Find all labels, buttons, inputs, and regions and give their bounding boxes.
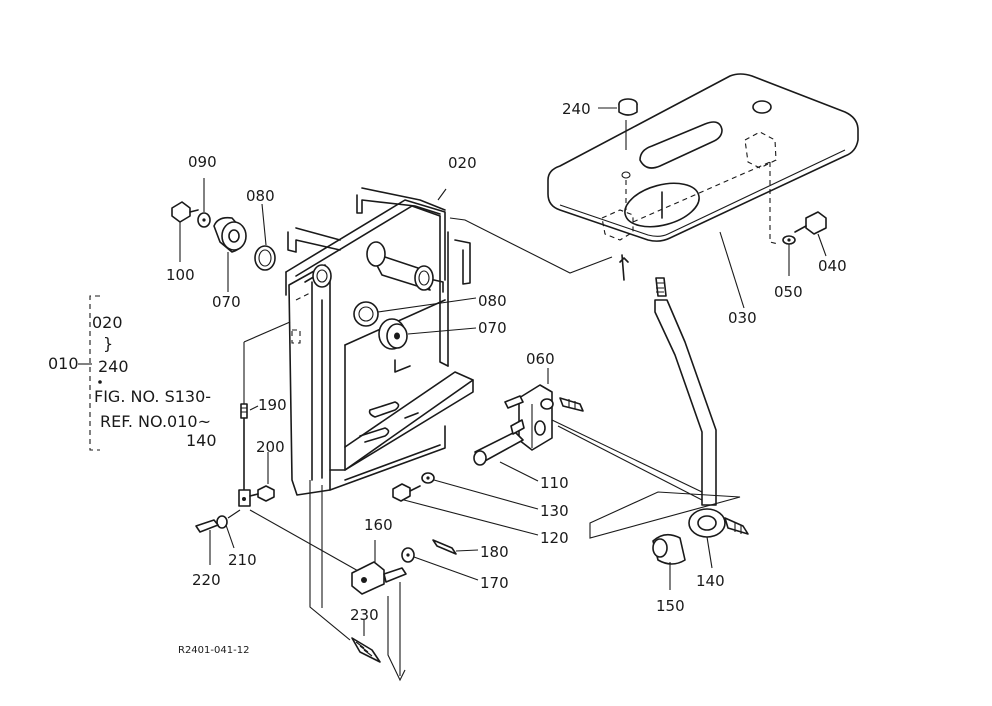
part-090-washer [197,178,211,228]
part-230-spring [309,480,406,682]
label-220: 220 [192,571,221,589]
part-200-pin [249,452,275,502]
part-070-bearing-left [213,216,247,292]
label-120: 120 [540,529,569,547]
label-200: 200 [256,438,285,456]
label-180: 180 [480,543,509,561]
part-080-ring-right [353,297,477,327]
part-160-lever [351,540,407,595]
part-120-130-bolt [392,472,539,536]
label-210: 210 [228,551,257,569]
label-100: 100 [166,266,195,284]
label-150: 150 [656,597,685,615]
leader-030 [719,231,745,309]
label-230: 230 [350,606,379,624]
label-240: 240 [562,100,591,118]
part-190-rod [238,321,291,507]
label-080-right: 080 [478,292,507,310]
part-080-ring-left [254,203,276,271]
part-060-bracket [504,368,703,501]
leader-020 [437,188,613,274]
pedal-plate-030 [547,73,859,281]
label-130: 130 [540,502,569,520]
assembly-ref-number: REF. NO.010~ [100,412,211,431]
part-240-knob [598,98,638,150]
label-050: 050 [774,283,803,301]
part-180-pin [432,539,479,555]
assembly-reference: 010 020 } 240 FIG. NO. S130- REF. NO.010… [48,295,217,451]
part-110-shaft [473,419,539,482]
assembly-range-end: 240 [98,357,129,376]
label-030: 030 [728,309,757,327]
assembly-range-tilde: } [103,334,113,353]
part-150-bushing [652,533,686,590]
assembly-id: 010 [48,354,79,373]
label-190: 190 [258,396,287,414]
part-210-washer [216,509,241,549]
label-160: 160 [364,516,393,534]
label-060: 060 [526,350,555,368]
label-170: 170 [480,574,509,592]
part-labels: 020 030 040 050 060 070 070 080 080 090 … [166,100,847,624]
part-040-050-bolt [782,211,827,276]
shaft-box-lines [589,491,741,539]
assembly-ref-end: 140 [186,431,217,450]
label-070-left: 070 [212,293,241,311]
label-090: 090 [188,153,217,171]
part-170-washer [401,547,479,581]
pedal-arm-140 [654,277,749,569]
label-020: 020 [448,154,477,172]
bracket-frame-020 [285,187,474,496]
assembly-fig-number: FIG. NO. S130- [94,387,211,406]
drawing-code: R2401-041-12 [178,645,249,656]
link-line-190 [249,509,361,573]
part-070-bearing-right [378,318,477,350]
part-220-cotter [195,519,219,565]
label-140: 140 [696,572,725,590]
label-110: 110 [540,474,569,492]
part-100-bolt [171,201,199,262]
label-070-right: 070 [478,319,507,337]
assembly-range-start: 020 [92,313,123,332]
label-080-left: 080 [246,187,275,205]
label-040: 040 [818,257,847,275]
